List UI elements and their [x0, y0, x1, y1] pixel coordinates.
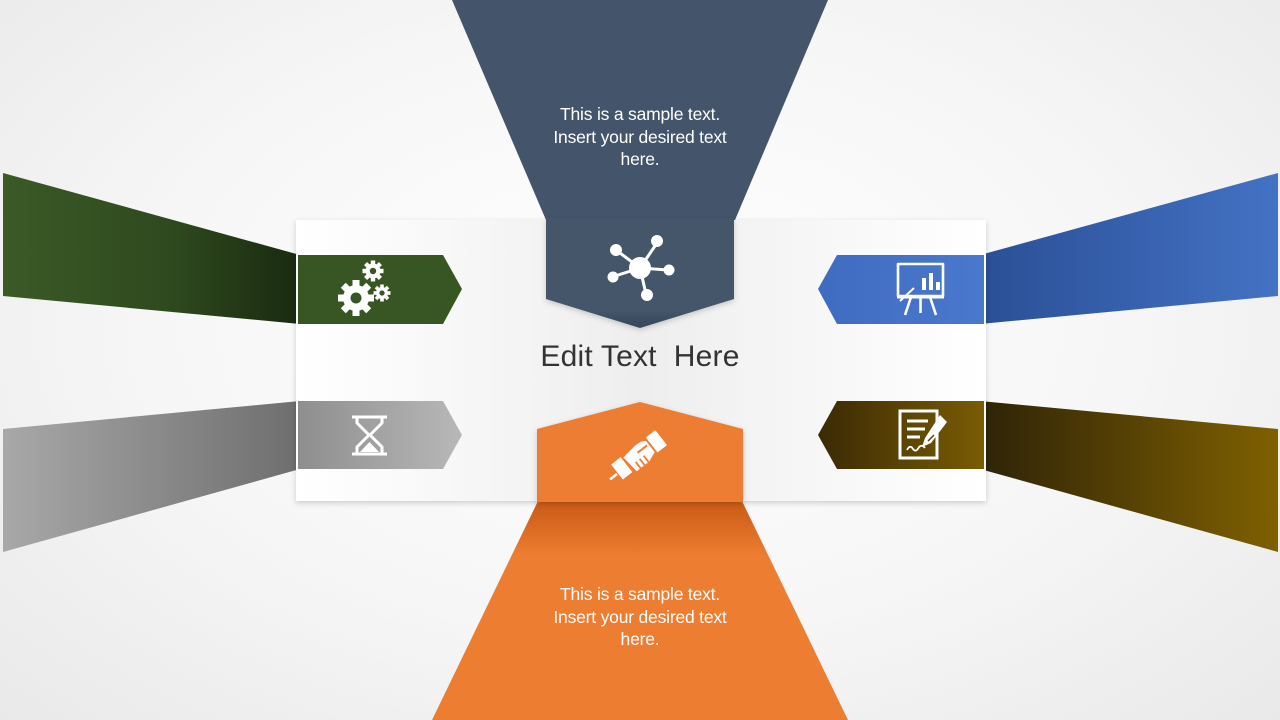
- document-edit-icon: [898, 409, 947, 460]
- top-panel-text: This is a sample text. Insert your desir…: [530, 103, 750, 171]
- bottom-panel-line: here.: [620, 629, 660, 649]
- bottom-funnel-panel: [432, 501, 848, 720]
- top-panel-line: This is a sample text.: [560, 104, 720, 124]
- right-top-arrow-tab: [818, 255, 984, 324]
- presentation-board-icon: [896, 262, 945, 316]
- top-panel-line: Insert your desired text: [553, 126, 727, 147]
- left-bottom-arrow-tab: [298, 401, 462, 469]
- bottom-panel-text: This is a sample text. Insert your desir…: [530, 583, 750, 651]
- bottom-panel-line: This is a sample text.: [560, 584, 720, 604]
- center-title[interactable]: Edit Text Here: [540, 340, 740, 373]
- gears-icon: [338, 260, 391, 316]
- top-funnel-panel: [452, 0, 828, 220]
- handshake-icon: [609, 430, 667, 481]
- left-top-ribbon: [3, 173, 300, 324]
- right-top-ribbon: [980, 173, 1278, 324]
- left-bottom-ribbon: [3, 401, 300, 552]
- network-icon: [607, 235, 675, 301]
- hourglass-icon: [352, 415, 387, 456]
- top-panel-line: here.: [620, 149, 660, 169]
- bottom-panel-line: Insert your desired text: [553, 606, 727, 627]
- right-bottom-ribbon: [980, 401, 1278, 552]
